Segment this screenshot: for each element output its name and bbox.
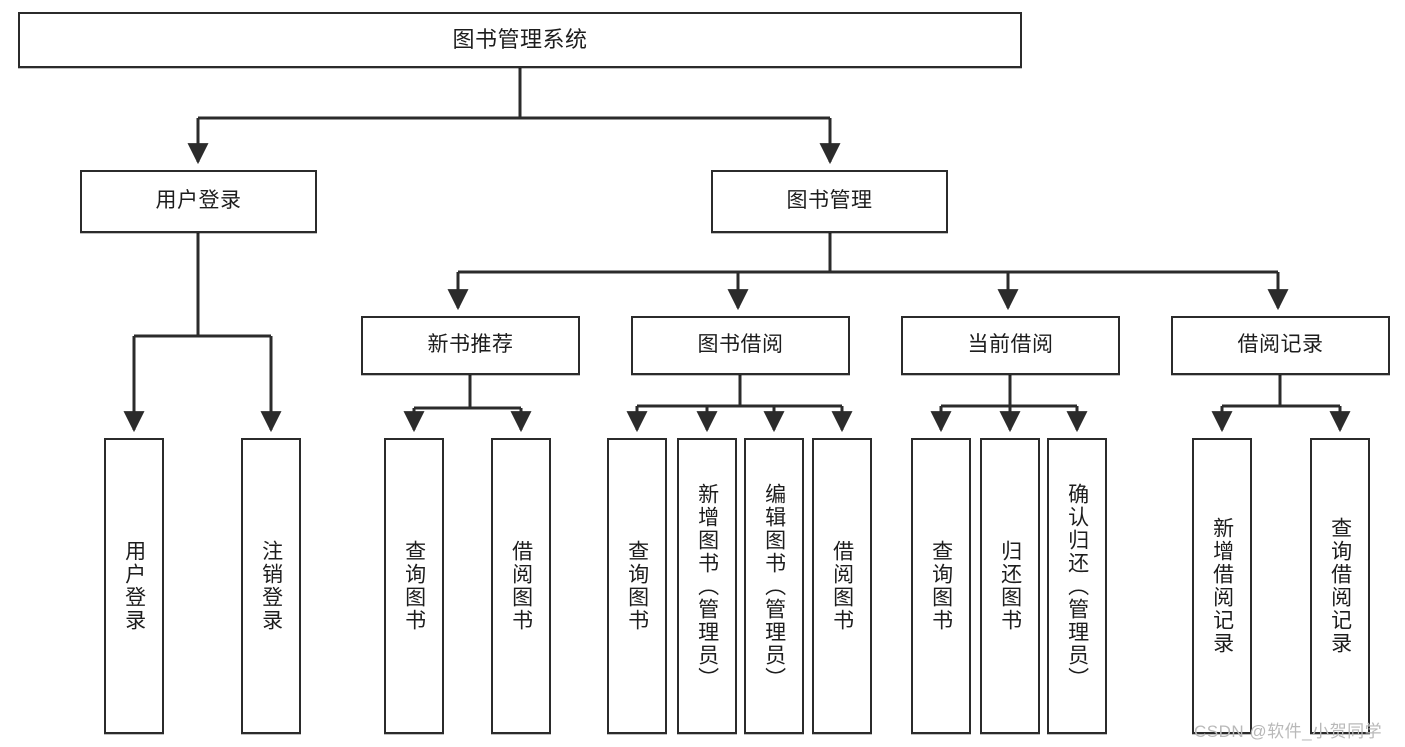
leaf-book-borrow-edit-book-admin[interactable]: 编辑图书（管理员） [744, 438, 804, 734]
node-label: 用户登录 [155, 189, 242, 213]
leaf-new-book-query-book[interactable]: 查询图书 [384, 438, 444, 734]
node-borrow-record[interactable]: 借阅记录 [1171, 316, 1390, 375]
node-book-borrow[interactable]: 图书借阅 [631, 316, 850, 375]
node-book-management[interactable]: 图书管理 [711, 170, 948, 233]
leaf-user-login-login[interactable]: 用户登录 [104, 438, 164, 734]
node-label: 注销登录 [259, 540, 283, 632]
node-label: 图书管理系统 [452, 27, 588, 53]
node-label: 归还图书 [998, 540, 1022, 632]
node-label: 新增图书（管理员） [695, 482, 719, 690]
node-label: 当前借阅 [967, 333, 1054, 357]
leaf-current-borrow-confirm-return-admin[interactable]: 确认归还（管理员） [1047, 438, 1107, 734]
node-user-login[interactable]: 用户登录 [80, 170, 317, 233]
node-label: 新书推荐 [427, 333, 514, 357]
node-label: 借阅图书 [509, 540, 533, 632]
csdn-watermark: CSDN @软件_小贺同学 [1194, 722, 1383, 741]
node-label: 图书管理 [786, 189, 873, 213]
leaf-borrow-record-query-record[interactable]: 查询借阅记录 [1310, 438, 1370, 734]
leaf-current-borrow-return-book[interactable]: 归还图书 [980, 438, 1040, 734]
node-label: 确认归还（管理员） [1065, 482, 1089, 690]
node-new-book-recommend[interactable]: 新书推荐 [361, 316, 580, 375]
node-label: 编辑图书（管理员） [762, 482, 786, 690]
node-label: 借阅图书 [830, 540, 854, 632]
node-label: 查询图书 [625, 540, 649, 632]
node-root-book-management-system[interactable]: 图书管理系统 [18, 12, 1022, 68]
node-label: 借阅记录 [1237, 333, 1324, 357]
leaf-current-borrow-query-book[interactable]: 查询图书 [911, 438, 971, 734]
node-label: 查询图书 [929, 540, 953, 632]
node-label: 查询借阅记录 [1328, 517, 1352, 655]
node-label: 用户登录 [122, 540, 146, 632]
node-label: 图书借阅 [697, 333, 784, 357]
leaf-book-borrow-borrow-book[interactable]: 借阅图书 [812, 438, 872, 734]
leaf-book-borrow-add-book-admin[interactable]: 新增图书（管理员） [677, 438, 737, 734]
leaf-borrow-record-add-record[interactable]: 新增借阅记录 [1192, 438, 1252, 734]
node-label: 查询图书 [402, 540, 426, 632]
leaf-user-login-logout[interactable]: 注销登录 [241, 438, 301, 734]
node-current-borrow[interactable]: 当前借阅 [901, 316, 1120, 375]
leaf-book-borrow-query-book[interactable]: 查询图书 [607, 438, 667, 734]
node-label: 新增借阅记录 [1210, 517, 1234, 655]
leaf-new-book-borrow-book[interactable]: 借阅图书 [491, 438, 551, 734]
